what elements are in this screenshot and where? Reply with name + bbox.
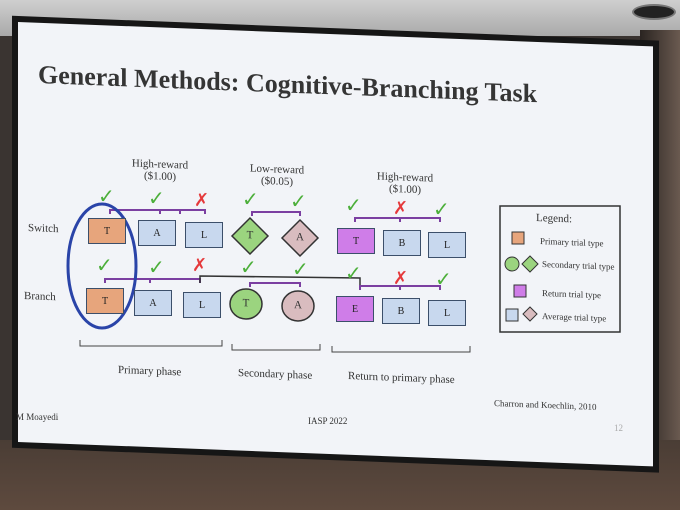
trial-letter: E xyxy=(351,303,359,315)
trial-box: L xyxy=(428,232,466,258)
ceiling-light xyxy=(632,4,676,20)
bracket xyxy=(399,217,441,222)
trial-box: E xyxy=(336,296,374,322)
trial-letter: L xyxy=(443,239,451,251)
cross-icon: ✗ xyxy=(192,255,207,275)
trial-box: B xyxy=(383,230,421,256)
trial-box: B xyxy=(382,298,420,324)
phase-label-primary: Primary phase xyxy=(118,364,182,379)
bracket xyxy=(104,278,151,283)
trial-letter: B xyxy=(397,305,405,317)
circle-letter: A xyxy=(294,299,302,312)
trial-letter: L xyxy=(198,299,206,311)
phase-brace xyxy=(231,344,321,351)
trial-box: A xyxy=(134,290,172,316)
legend-title: Legend: xyxy=(536,212,573,226)
diamond-letter: T xyxy=(246,229,254,242)
trial-box: L xyxy=(183,292,221,318)
footer-page-number: 12 xyxy=(614,423,623,433)
trial-letter: A xyxy=(153,227,161,239)
bracket xyxy=(251,211,301,216)
bracket xyxy=(149,278,201,283)
check-icon: ✓ xyxy=(433,199,450,221)
check-icon: ✓ xyxy=(345,263,362,285)
diamond-letter: A xyxy=(296,231,304,244)
highlight-circle xyxy=(66,202,138,330)
circle-letter: T xyxy=(242,297,250,310)
legend-swatch-average-square xyxy=(505,308,519,322)
bracket xyxy=(399,285,441,290)
average-diamond xyxy=(280,218,320,258)
footer-author: M Moayedi xyxy=(16,412,59,422)
footer-conference: IASP 2022 xyxy=(308,416,348,426)
trial-letter: L xyxy=(443,307,451,319)
cross-icon: ✗ xyxy=(194,190,209,210)
trial-letter: A xyxy=(149,297,157,309)
check-icon: ✓ xyxy=(242,189,259,211)
bracket xyxy=(159,209,206,214)
trial-letter: L xyxy=(200,229,208,241)
check-icon: ✓ xyxy=(292,259,309,281)
trial-box: A xyxy=(138,220,176,246)
check-icon: ✓ xyxy=(435,269,452,291)
legend-swatch-primary xyxy=(511,231,525,245)
trial-box: T xyxy=(337,228,375,254)
connector-line xyxy=(199,275,361,288)
check-icon: ✓ xyxy=(96,255,113,277)
secondary-diamond xyxy=(230,216,270,256)
check-icon: ✓ xyxy=(98,186,115,208)
secondary-circle xyxy=(229,288,263,320)
trial-box: L xyxy=(185,222,223,248)
check-icon: ✓ xyxy=(345,195,362,217)
trial-box: L xyxy=(428,300,466,326)
cross-icon: ✗ xyxy=(393,268,408,288)
bracket xyxy=(354,217,401,222)
average-circle xyxy=(281,290,315,322)
trial-box: T xyxy=(88,218,126,244)
phase-brace xyxy=(79,340,223,347)
trial-letter: T xyxy=(352,235,360,247)
trial-letter: T xyxy=(101,295,109,307)
check-icon: ✓ xyxy=(290,191,307,213)
bracket xyxy=(109,209,181,214)
legend-swatch-secondary-circle xyxy=(504,256,520,272)
legend-swatch-return xyxy=(513,284,527,298)
legend-swatch-secondary-diamond xyxy=(521,255,539,273)
check-icon: ✓ xyxy=(148,257,165,279)
legend-box xyxy=(499,205,621,333)
trial-box: T xyxy=(86,288,124,314)
phase-brace xyxy=(331,346,471,353)
check-icon: ✓ xyxy=(148,188,165,210)
check-icon: ✓ xyxy=(240,257,257,279)
cross-icon: ✗ xyxy=(393,198,408,218)
legend-swatch-average-diamond xyxy=(522,306,538,322)
bracket xyxy=(249,282,301,287)
trial-letter: B xyxy=(398,237,406,249)
trial-letter: T xyxy=(103,225,111,237)
